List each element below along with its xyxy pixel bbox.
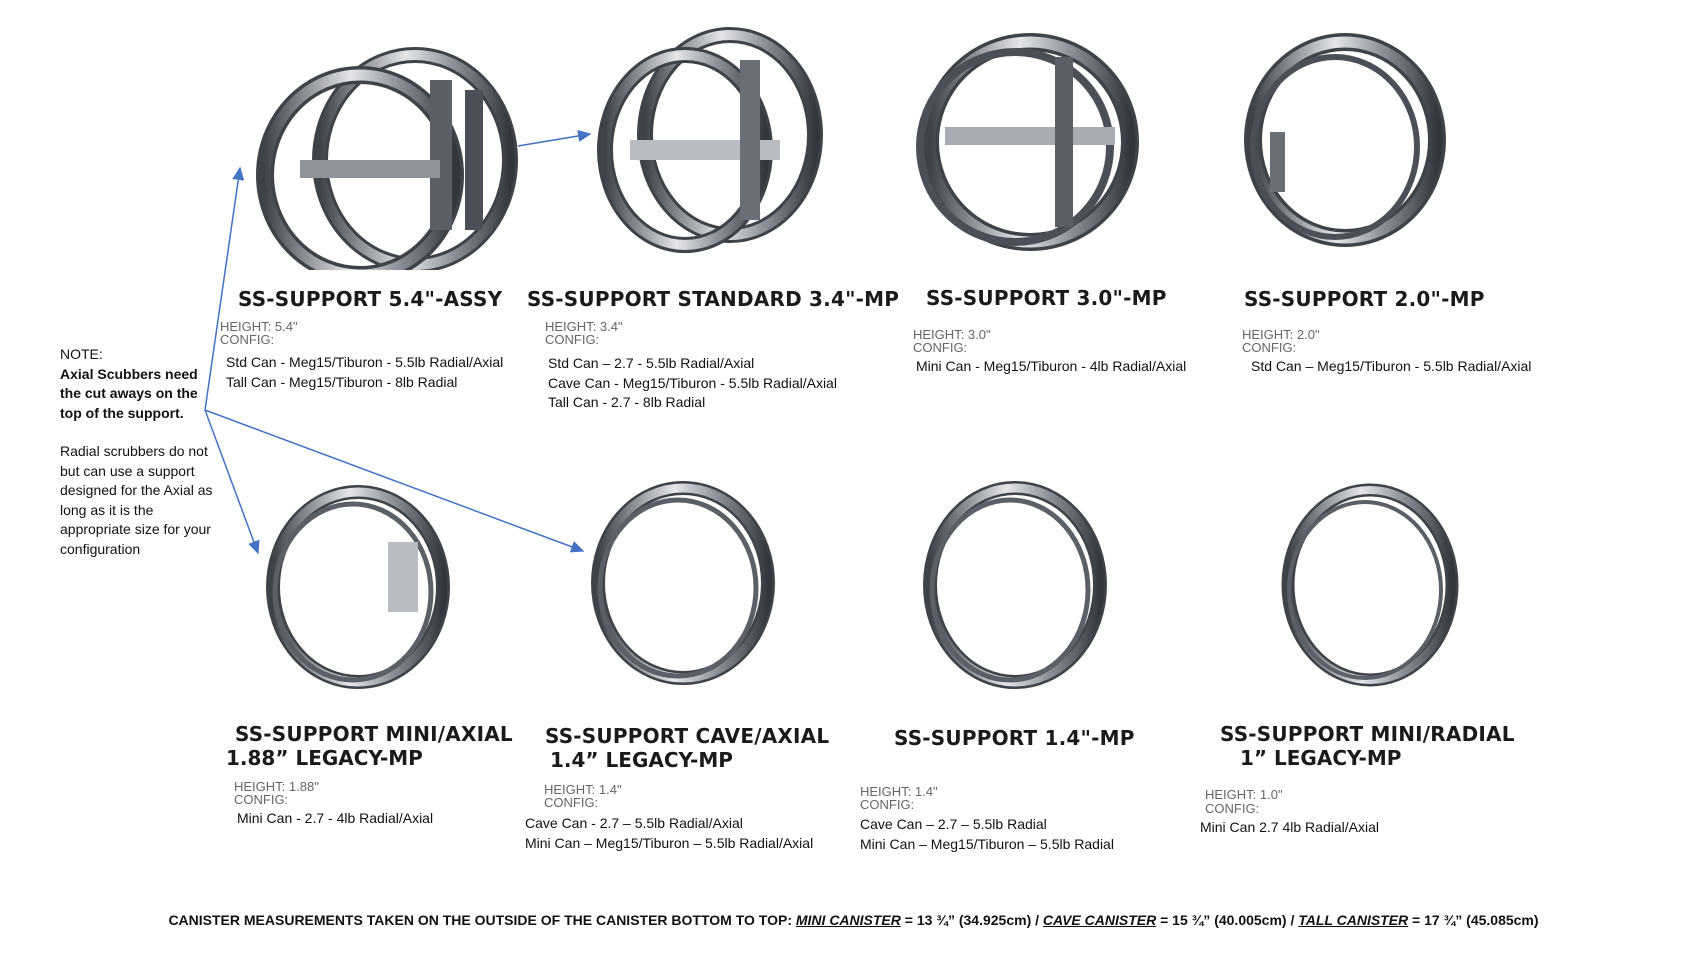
- config-line: Mini Can - Meg15/Tiburon - 4lb Radial/Ax…: [916, 358, 1187, 374]
- part-config: CONFIG:: [1242, 340, 1297, 355]
- part-title: SS-SUPPORT MINI/AXIAL: [235, 722, 513, 746]
- part-config: CONFIG:: [860, 797, 915, 812]
- config-line: Tall Can - 2.7 - 8lb Radial: [548, 394, 706, 410]
- part-height: HEIGHT: 1.4": [860, 784, 938, 799]
- ring-5-4-assy-image: [256, 47, 518, 270]
- note-bold-text: Axial Scubbers need the cut aways on the…: [60, 365, 198, 421]
- part-height: HEIGHT: 2.0": [1242, 327, 1320, 342]
- ring-2-0-image: [1244, 33, 1446, 247]
- part-config: CONFIG:: [545, 332, 600, 347]
- footer-prefix: CANISTER MEASUREMENTS TAKEN ON THE OUTSI…: [168, 912, 796, 928]
- footer-cave-label: CAVE CANISTER: [1042, 912, 1157, 928]
- config-line: Mini Can - 2.7 - 4lb Radial/Axial: [237, 810, 434, 826]
- config-line: Cave Can – 2.7 – 5.5lb Radial: [860, 816, 1047, 832]
- part-title: SS-SUPPORT 2.0"-MP: [1244, 287, 1485, 311]
- ring-standard-3-4-image: [597, 27, 823, 253]
- config-line: Cave Can - 2.7 – 5.5lb Radial/Axial: [525, 815, 743, 831]
- config-line: Mini Can 2.7 4lb Radial/Axial: [1200, 819, 1379, 835]
- ring-1-4-image: [923, 481, 1107, 689]
- ring-3-0-image: [916, 33, 1139, 251]
- config-line: Std Can – Meg15/Tiburon - 5.5lb Radial/A…: [1251, 358, 1532, 374]
- footer-mini-label: MINI CANISTER: [795, 912, 901, 928]
- part-title: SS-SUPPORT CAVE/AXIAL: [545, 724, 830, 748]
- config-line: Std Can – 2.7 - 5.5lb Radial/Axial: [548, 355, 755, 371]
- note-heading: NOTE:: [60, 346, 103, 362]
- part-subtitle: 1.88” LEGACY-MP: [226, 746, 423, 770]
- footer-tall-value: = 17 ¾” (45.085cm): [1408, 912, 1539, 928]
- part-height: HEIGHT: 3.4": [545, 319, 623, 334]
- footer-tall-label: TALL CANISTER: [1298, 912, 1409, 928]
- part-title: SS-SUPPORT MINI/RADIAL: [1220, 722, 1515, 746]
- footer-measurements: CANISTER MEASUREMENTS TAKEN ON THE OUTSI…: [0, 912, 1707, 928]
- part-config: CONFIG:: [1205, 801, 1260, 816]
- part-config: CONFIG:: [913, 340, 968, 355]
- part-subtitle: 1” LEGACY-MP: [1240, 746, 1402, 770]
- part-config: CONFIG:: [220, 332, 275, 347]
- config-line: Std Can - Meg15/Tiburon - 5.5lb Radial/A…: [226, 354, 504, 370]
- part-title: SS-SUPPORT 5.4"-ASSY: [238, 287, 503, 311]
- config-line: Cave Can - Meg15/Tiburon - 5.5lb Radial/…: [548, 375, 837, 391]
- ring-mini-axial-image: [266, 485, 450, 689]
- ring-mini-radial-image: [1281, 483, 1459, 687]
- part-title: SS-SUPPORT 1.4"-MP: [894, 726, 1135, 750]
- part-config: CONFIG:: [544, 795, 599, 810]
- part-title: SS-SUPPORT 3.0"-MP: [926, 286, 1167, 310]
- footer-cave-value: = 15 ¾” (40.005cm) /: [1156, 912, 1299, 928]
- part-subtitle: 1.4” LEGACY-MP: [550, 748, 733, 772]
- config-line: Mini Can – Meg15/Tiburon – 5.5lb Radial/…: [525, 835, 814, 851]
- config-line: Mini Can – Meg15/Tiburon – 5.5lb Radial: [860, 836, 1114, 852]
- part-title: SS-SUPPORT STANDARD 3.4"-MP: [527, 287, 900, 311]
- footer-mini-value: = 13 ¾” (34.925cm) /: [900, 912, 1043, 928]
- note-body: Radial scrubbers do not but can use a su…: [60, 443, 213, 557]
- part-height: HEIGHT: 5.4": [220, 319, 298, 334]
- part-config: CONFIG:: [234, 792, 289, 807]
- config-line: Tall Can - Meg15/Tiburon - 8lb Radial: [226, 374, 458, 390]
- part-height: HEIGHT: 1.4": [544, 782, 622, 797]
- ring-cave-axial-image: [591, 481, 775, 685]
- note-block: NOTE: Axial Scubbers need the cut aways …: [60, 345, 220, 559]
- part-height: HEIGHT: 1.0": [1205, 787, 1283, 802]
- part-height: HEIGHT: 3.0": [913, 327, 991, 342]
- part-height: HEIGHT: 1.88": [234, 779, 319, 794]
